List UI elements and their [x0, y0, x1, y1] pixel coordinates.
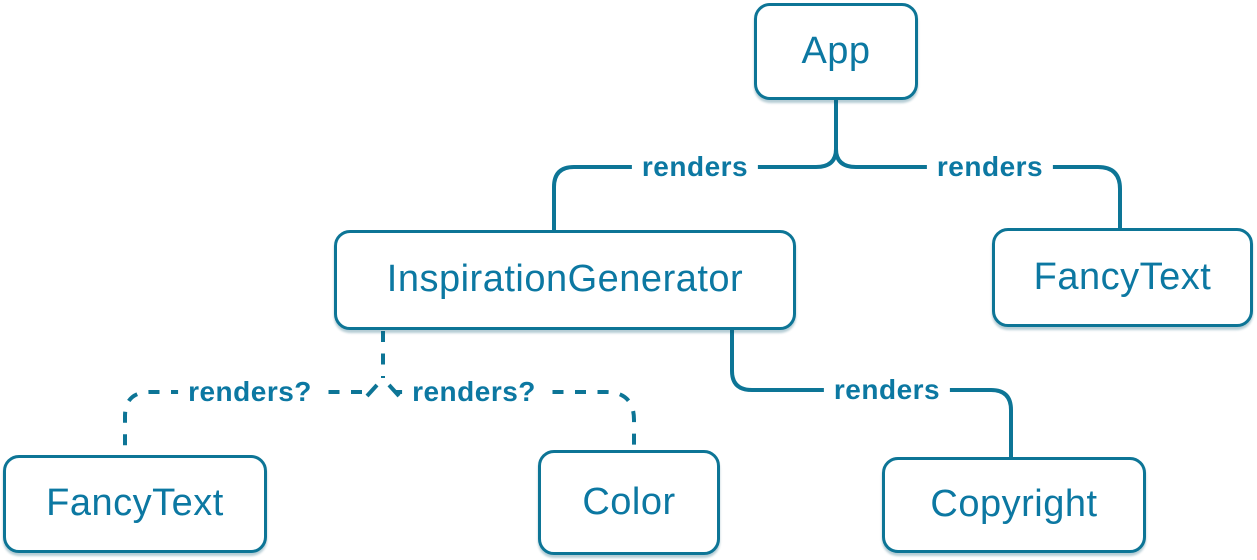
node-copyright-label: Copyright [930, 483, 1098, 525]
edge-app-to-fancytext-line [834, 148, 1122, 231]
node-color: Color [538, 450, 720, 555]
edge-label-renders-question-inspirationgenerator-fancytext: renders? [178, 375, 322, 409]
edge-label-renders-inspirationgenerator-copyright: renders [823, 373, 951, 407]
node-copyright: Copyright [882, 457, 1146, 553]
edge-inspirationgenerator-to-fancytext-line [123, 390, 362, 458]
edge-conditional-fork-right-tick [387, 383, 401, 398]
edge-label-renders-app-inspirationgenerator: renders [631, 150, 759, 184]
edge-conditional-fork-left-tick [365, 383, 379, 398]
node-app: App [754, 3, 918, 100]
node-fancytext-bottom: FancyText [3, 455, 267, 553]
node-fancytext-bottom-label: FancyText [46, 482, 224, 524]
node-fancytext-top: FancyText [992, 228, 1253, 327]
node-inspirationgenerator-label: InspirationGenerator [386, 258, 744, 300]
edge-label-renders-question-inspirationgenerator-color: renders? [402, 375, 546, 409]
node-fancytext-top-label: FancyText [1033, 255, 1212, 298]
edge-label-renders-app-fancytext: renders [926, 150, 1054, 184]
edge-inspirationgenerator-to-color-line [395, 390, 636, 453]
node-app-label: App [801, 29, 871, 72]
node-color-label: Color [582, 480, 676, 523]
node-inspirationgenerator: InspirationGenerator [334, 230, 796, 330]
